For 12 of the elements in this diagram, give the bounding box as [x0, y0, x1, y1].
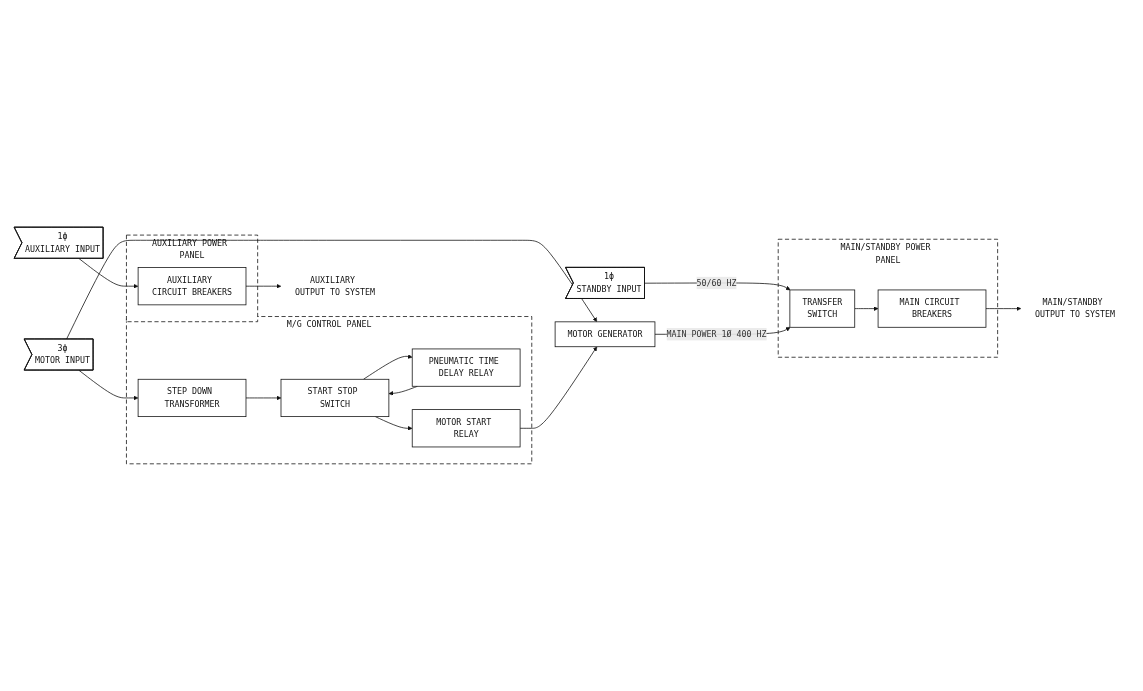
- node-box: MOTOR GENERATOR: [554, 321, 656, 348]
- node-box: MAIN CIRCUIT BREAKERS: [877, 289, 987, 328]
- edge-label: 50/60 HZ: [696, 277, 737, 288]
- node-box: START STOP SWITCH: [280, 378, 390, 417]
- node-box: AUXILIARY CIRCUIT BREAKERS: [137, 267, 247, 306]
- node-box: TRANSFER SWITCH: [789, 289, 856, 328]
- node-box: PNEUMATIC TIME DELAY RELAY: [411, 348, 521, 387]
- node-text: AUXILIARY OUTPUT TO SYSTEM: [294, 274, 375, 298]
- node-box: MOTOR START RELAY: [411, 409, 521, 448]
- edge-label: MAIN POWER 1Ø 400 HZ: [666, 329, 767, 339]
- node-box: STEP DOWN TRANSFORMER: [137, 378, 247, 417]
- node-text: MAIN/STANDBY OUTPUT TO SYSTEM: [1034, 297, 1115, 320]
